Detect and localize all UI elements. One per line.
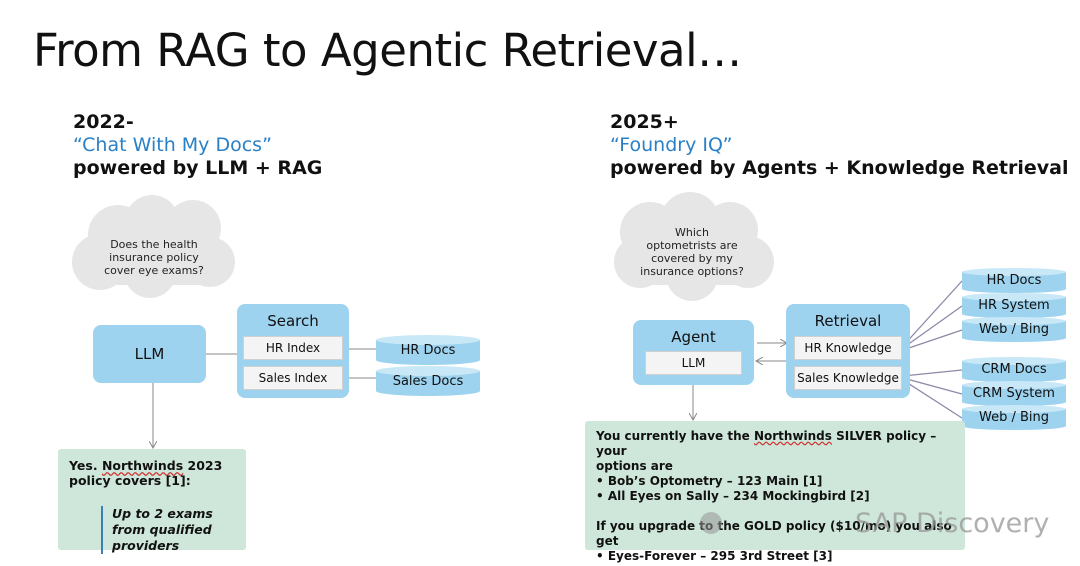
right-answer-bullet-1: • Bob’s Optometry – 123 Main [1] (596, 474, 823, 488)
left-answer-year: 2023 (183, 458, 223, 473)
left-header: 2022- “Chat With My Docs” powered by LLM… (73, 111, 322, 180)
right-answer-lines: You currently have the Northwinds SILVER… (585, 421, 965, 564)
llm-label: LLM (134, 345, 165, 363)
left-year: 2022- (73, 111, 134, 133)
crm-system-source-label: CRM System (973, 386, 1055, 401)
hr-web-source-db (962, 317, 1066, 342)
hr-docs-source-db (962, 268, 1066, 293)
sales-knowledge: Sales Knowledge (794, 366, 902, 390)
left-answer-quote: Up to 2 exams from qualified providers (101, 506, 247, 554)
crm-web-source-db (962, 405, 1066, 430)
search-title: Search (267, 312, 319, 330)
right-question-cloud (614, 192, 774, 301)
left-answer-yes: Yes. (69, 458, 102, 473)
right-product-name: “Foundry IQ” (610, 134, 733, 156)
sales-docs-label: Sales Docs (392, 374, 464, 389)
right-answer-company: Northwinds (753, 429, 832, 443)
watermark-logo-icon (700, 512, 722, 534)
left-question-text: Does the health insurance policy cover e… (104, 238, 204, 277)
right-question-text: Which optometrists are covered by my ins… (640, 226, 744, 278)
crm-system-source-db (962, 381, 1066, 406)
hr-web-source-label: Web / Bing (978, 322, 1049, 337)
right-answer-policy: SILVER policy – your (596, 429, 937, 458)
hr-index: HR Index (243, 336, 343, 360)
left-answer-company: Northwinds (101, 458, 184, 473)
right-powered-by: powered by Agents + Knowledge Retrieval (610, 157, 1069, 179)
agent-box: Agent LLM (633, 320, 754, 385)
hr-docs-label: HR Docs (400, 343, 456, 358)
left-product-name: “Chat With My Docs” (73, 134, 272, 156)
hr-docs-db (376, 335, 480, 365)
left-answer-line2: policy covers [1]: (69, 473, 191, 488)
right-answer-bullet-3: • Eyes-Forever – 295 3rd Street [3] (596, 549, 833, 563)
right-answer-bullet-2: • All Eyes on Sally – 234 Mockingbird [2… (596, 489, 870, 503)
left-answer-lines: Yes. Northwinds 2023 policy covers [1]: (58, 449, 246, 488)
agent-title: Agent (671, 328, 716, 346)
right-answer-upgrade: If you upgrade to the GOLD policy ($10/m… (596, 519, 952, 548)
hr-docs-source-label: HR Docs (986, 273, 1042, 288)
sales-docs-db (376, 366, 480, 396)
sales-index: Sales Index (243, 366, 343, 390)
hr-system-source-db (962, 293, 1066, 318)
crm-docs-source-label: CRM Docs (981, 362, 1047, 377)
crm-web-source-label: Web / Bing (978, 410, 1049, 425)
watermark-text: SAP Discovery (855, 508, 1050, 539)
left-question-cloud (72, 195, 235, 298)
search-box: Search HR Index Sales Index (237, 304, 349, 398)
slide-title: From RAG to Agentic Retrieval… (33, 24, 742, 77)
right-header: 2025+ “Foundry IQ” powered by Agents + K… (610, 111, 1068, 180)
right-answer-options: options are (596, 459, 673, 473)
agent-llm: LLM (645, 351, 742, 375)
llm-box: LLM (93, 325, 206, 383)
right-answer-panel: You currently have the Northwinds SILVER… (585, 421, 965, 563)
hr-knowledge: HR Knowledge (794, 336, 902, 360)
right-year: 2025+ (610, 111, 679, 133)
retrieval-box: Retrieval HR Knowledge Sales Knowledge (786, 304, 910, 398)
left-answer-panel: Yes. Northwinds 2023 policy covers [1]: … (58, 449, 246, 554)
hr-system-source-label: HR System (978, 298, 1050, 313)
left-powered-by: powered by LLM + RAG (73, 157, 323, 179)
right-answer-intro: You currently have the (596, 429, 754, 443)
retrieval-title: Retrieval (814, 312, 882, 330)
crm-docs-source-db (962, 357, 1066, 382)
